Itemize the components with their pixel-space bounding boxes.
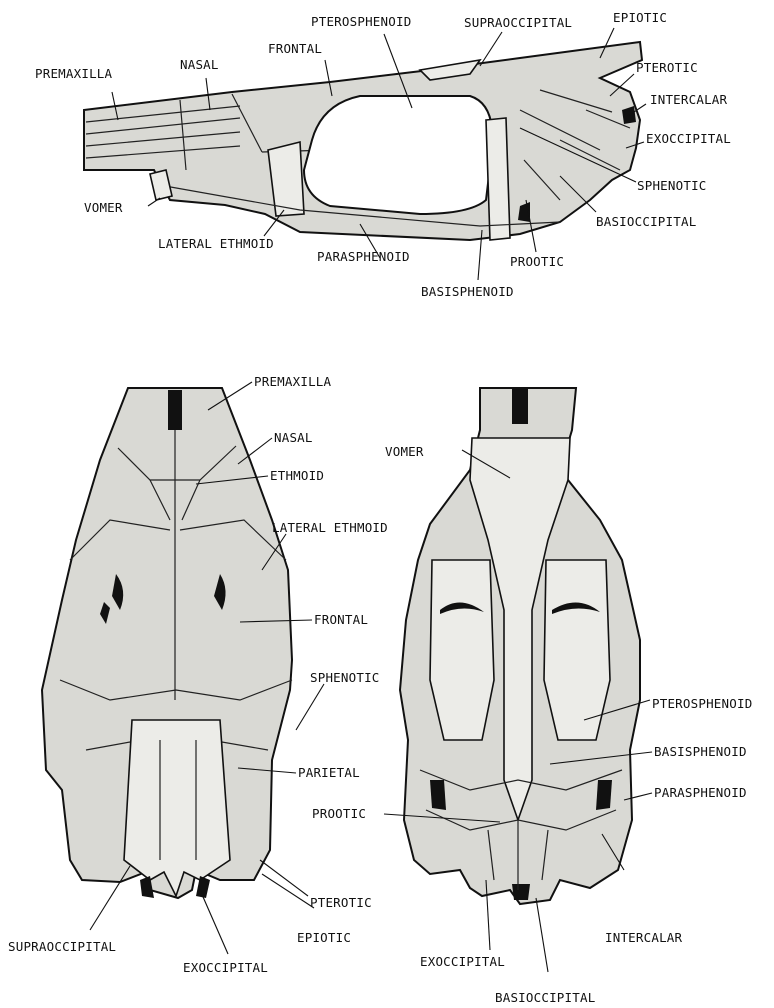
label-vomer: VOMER <box>385 444 424 459</box>
label-lateral-ethmoid: LATERAL ETHMOID <box>158 236 274 251</box>
label-frontal: FRONTAL <box>268 41 322 56</box>
label-prootic: PROOTIC <box>312 806 366 821</box>
label-parasphenoid: PARASPHENOID <box>317 249 410 264</box>
label-exoccipital: EXOCCIPITAL <box>646 131 731 146</box>
label-basioccipital: BASIOCCIPITAL <box>596 214 696 229</box>
label-supraoccipital: SUPRAOCCIPITAL <box>8 939 116 954</box>
label-sphenotic: SPHENOTIC <box>310 670 380 685</box>
label-epiotic: EPIOTIC <box>613 10 667 25</box>
label-nasal: NASAL <box>274 430 313 445</box>
label-frontal: FRONTAL <box>314 612 368 627</box>
label-nasal: NASAL <box>180 57 219 72</box>
label-intercalar: INTERCALAR <box>650 92 728 107</box>
label-pterosphenoid: PTEROSPHENOID <box>652 696 752 711</box>
lateral-skull-drawing <box>84 42 642 240</box>
label-parietal: PARIETAL <box>298 765 360 780</box>
label-parasphenoid: PARASPHENOID <box>654 785 747 800</box>
label-lateral-ethmoid: LATERAL ETHMOID <box>272 520 388 535</box>
label-pterosphenoid: PTEROSPHENOID <box>311 14 411 29</box>
label-ethmoid: ETHMOID <box>270 468 324 483</box>
label-epiotic: EPIOTIC <box>297 930 351 945</box>
label-basioccipital: BASIOCCIPITAL <box>495 990 595 1005</box>
label-exoccipital: EXOCCIPITAL <box>420 954 505 969</box>
label-intercalar: INTERCALAR <box>605 930 683 945</box>
label-pterotic: PTEROTIC <box>636 60 698 75</box>
ventral-skull-drawing <box>400 388 640 904</box>
label-premaxilla: PREMAXILLA <box>254 374 332 389</box>
label-supraoccipital: SUPRAOCCIPITAL <box>464 15 572 30</box>
label-prootic: PROOTIC <box>510 254 564 269</box>
label-pterotic: PTEROTIC <box>310 895 372 910</box>
label-basisphenoid: BASISPHENOID <box>654 744 747 759</box>
label-premaxilla: PREMAXILLA <box>35 66 113 81</box>
label-vomer: VOMER <box>84 200 123 215</box>
ventral-view: VOMER PTEROSPHENOID BASISPHENOID PARASPH… <box>312 388 752 1005</box>
lateral-view: PREMAXILLA NASAL FRONTAL PTEROSPHENOID S… <box>35 10 731 299</box>
label-basisphenoid: BASISPHENOID <box>421 284 514 299</box>
label-sphenotic: SPHENOTIC <box>637 178 707 193</box>
label-exoccipital: EXOCCIPITAL <box>183 960 268 975</box>
dorsal-skull-drawing <box>42 388 292 898</box>
dorsal-view: PREMAXILLA NASAL ETHMOID LATERAL ETHMOID… <box>8 374 388 975</box>
